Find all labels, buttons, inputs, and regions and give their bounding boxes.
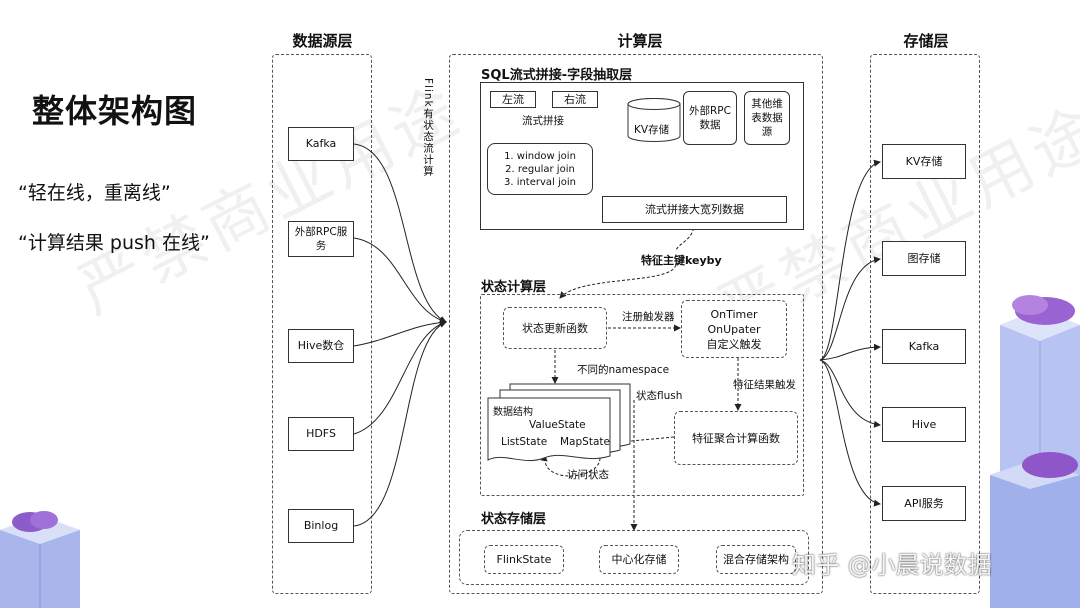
dim-source-box: 其他维表数据源 — [744, 91, 790, 145]
trigger-ontimer: OnTimer — [710, 307, 758, 321]
quote-offline: “轻在线，重离线” — [18, 182, 171, 204]
corner-art-right — [990, 295, 1080, 608]
source-hive: Hive数仓 — [288, 329, 354, 363]
zhihu-watermark: 知乎 @小晨说数据 — [792, 551, 992, 579]
namespace-label: 不同的namespace — [577, 364, 670, 376]
arrow-out-kafka — [819, 343, 881, 361]
arrow-rpc — [353, 237, 447, 324]
join-type-window: 1. window join — [504, 150, 576, 162]
storage-section-frame — [459, 530, 809, 585]
arrow-kafka — [353, 143, 447, 323]
source-layer-frame — [272, 54, 372, 594]
value-state-label: ValueState — [529, 419, 586, 431]
state-update-fn-box: 状态更新函数 — [503, 307, 607, 349]
kv-label: KV存储 — [634, 124, 670, 136]
source-binlog: Binlog — [288, 509, 354, 543]
output-api: API服务 — [882, 486, 966, 521]
sql-section-title: SQL流式拼接-字段抽取层 — [481, 68, 633, 83]
trigger-onupdater: OnUpater — [707, 322, 761, 336]
state-section-frame — [480, 294, 804, 496]
stream-join-label: 流式拼接 — [522, 115, 564, 127]
join-type-regular: 2. regular join — [505, 163, 575, 175]
source-rpc: 外部RPC服务 — [288, 221, 354, 257]
compute-layer-frame — [449, 54, 823, 594]
left-stream-box: 左流 — [490, 91, 536, 108]
state-stack-shapes — [487, 383, 631, 462]
feature-agg-fn-box: 特征聚合计算函数 — [674, 411, 798, 465]
output-kafka: Kafka — [882, 329, 966, 364]
column-title-compute: 计算层 — [617, 32, 663, 50]
output-graph: 图存储 — [882, 241, 966, 276]
trigger-custom: 自定义触发 — [706, 337, 762, 351]
source-kafka: Kafka — [288, 127, 354, 161]
arrow-out-hive — [819, 359, 881, 428]
corner-art-left — [0, 511, 80, 608]
column-title-storage: 存储层 — [903, 32, 949, 50]
storage-hybrid: 混合存储架构 — [716, 545, 796, 574]
list-state-label: ListState — [501, 436, 548, 448]
slide-title: 整体架构图 — [32, 92, 198, 130]
arrow-out-api — [819, 359, 881, 507]
state-section-title: 状态计算层 — [481, 280, 547, 295]
right-stream-box: 右流 — [552, 91, 598, 108]
arrow-hive — [353, 319, 447, 347]
source-hdfs: HDFS — [288, 417, 354, 451]
output-kv: KV存储 — [882, 144, 966, 179]
external-rpc-data-box: 外部RPC数据 — [683, 91, 737, 145]
join-type-interval: 3. interval join — [503, 176, 577, 188]
arrow-out-graph — [819, 256, 881, 361]
register-trigger-label: 注册触发器 — [622, 311, 675, 323]
state-flush-label: 状态flush — [636, 390, 683, 402]
column-title-source: 数据源层 — [292, 32, 353, 50]
storage-layer-frame — [870, 54, 980, 594]
output-hive: Hive — [882, 407, 966, 442]
keyby-label: 特征主键keyby — [641, 254, 722, 267]
kv-cylinder-icon — [627, 98, 681, 142]
arrow-out-kv — [819, 159, 881, 361]
join-types-box: 1. window join 2. regular join 3. interv… — [487, 143, 593, 195]
data-structure-label: 数据结构 — [493, 407, 533, 418]
result-trigger-label: 特征结果触发 — [733, 379, 796, 391]
arrow-hdfs — [353, 320, 447, 435]
triggers-box: OnTimer OnUpater 自定义触发 — [681, 300, 787, 358]
quote-push: “计算结果 push 在线” — [18, 232, 210, 254]
wide-table-box: 流式拼接大宽列数据 — [602, 196, 787, 223]
storage-central: 中心化存储 — [599, 545, 679, 574]
flink-label: Flink有状态流计算 — [422, 78, 434, 177]
arrow-binlog — [353, 320, 447, 527]
map-state-label: MapState — [560, 436, 610, 448]
access-state-label: 访问状态 — [567, 469, 609, 481]
storage-flinkstate: FlinkState — [484, 545, 564, 574]
storage-section-title: 状态存储层 — [481, 512, 547, 527]
